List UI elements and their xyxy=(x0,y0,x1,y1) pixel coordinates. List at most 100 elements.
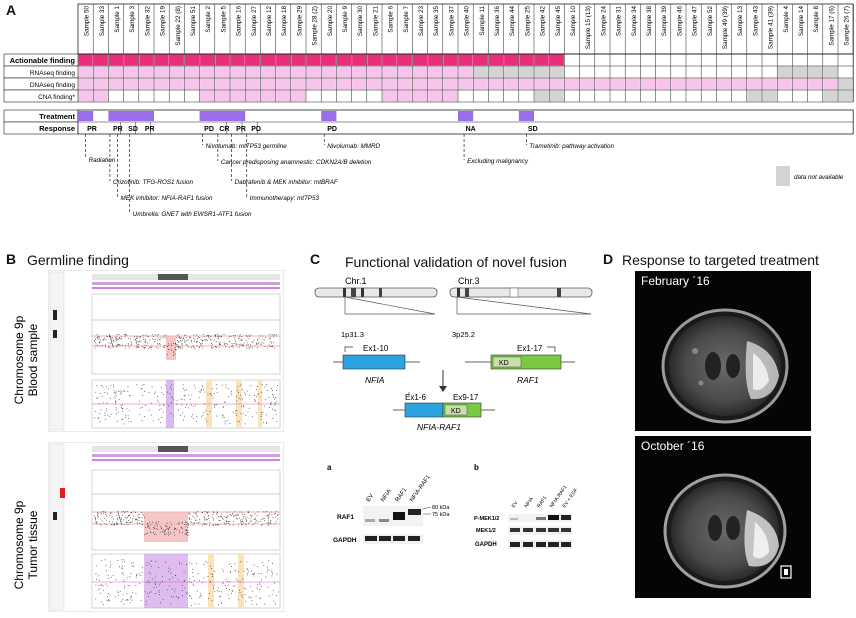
grid-cell xyxy=(108,54,124,66)
sample-label: Sample 47 xyxy=(692,6,699,37)
grid-cell xyxy=(321,66,336,78)
treatment-bar xyxy=(108,111,154,121)
grid-cell xyxy=(215,66,230,78)
treatment-annotation: Cancer predisposing anamnestic: CDKN2A/B… xyxy=(221,159,372,166)
grid-cell xyxy=(397,90,412,102)
treatment-bar xyxy=(458,111,474,121)
sample-label: Sample 17 (6) xyxy=(828,6,835,46)
grid-cell xyxy=(291,90,306,102)
treatment-bar xyxy=(199,111,246,121)
sample-label: Sample 33 xyxy=(99,6,106,37)
sample-label: Sample 12 xyxy=(266,6,273,37)
grid-cell xyxy=(473,54,488,66)
grid-cell xyxy=(838,90,853,102)
genome-browser-tumor xyxy=(48,442,284,612)
fusion-schematic: Chr.1 1p31.3 Ex1-10 NFIA Chr.3 3p25.2 KD… xyxy=(314,276,593,432)
grid-cell xyxy=(792,66,808,78)
mri-february: February ´16 xyxy=(635,271,811,431)
grid-cell xyxy=(412,78,428,90)
sample-label: Sample 9 xyxy=(342,6,349,33)
grid-cell xyxy=(291,66,306,78)
grid-cell xyxy=(154,66,169,78)
grid-cell xyxy=(397,78,412,90)
blot-b-row-mek: MEK1/2 xyxy=(476,528,496,534)
response-label: PR xyxy=(236,126,246,133)
blot-a-lane-label: NFIA-RAF1 xyxy=(409,474,432,503)
grid-cell xyxy=(443,54,458,66)
panel-a-letter: A xyxy=(6,2,17,18)
grid-cell xyxy=(352,66,367,78)
sample-label: Sample 34 xyxy=(631,6,638,37)
panel-b-title: Germline finding xyxy=(27,252,129,268)
grid-cell xyxy=(458,78,473,90)
grid-cell xyxy=(352,54,367,66)
nfia-exon-label: Ex1-10 xyxy=(363,344,389,353)
grid-cell xyxy=(549,90,564,102)
grid-cell xyxy=(488,66,504,78)
sample-label: Sample 46 xyxy=(676,6,683,37)
sample-label: Sample 25 xyxy=(524,6,531,37)
grid-cell xyxy=(549,78,564,90)
grid-cell xyxy=(762,78,777,90)
sample-label: Sample 24 xyxy=(600,6,607,37)
chrom-label-tumor: Chromosome 9p Tumor tissue xyxy=(12,480,42,610)
grid-cell xyxy=(519,54,534,66)
grid-cell xyxy=(124,66,139,78)
sample-label: Sample 23 xyxy=(418,6,425,37)
sample-label: Sample 21 xyxy=(372,6,379,37)
fusion-exon-right-label: Ex9-17 xyxy=(453,393,479,402)
grid-cell xyxy=(397,66,412,78)
raf1-kd-label: KD xyxy=(499,360,509,367)
grid-cell xyxy=(124,78,139,90)
sample-label: Sample 13 xyxy=(737,6,744,37)
grid-cell xyxy=(200,78,215,90)
grid-cell xyxy=(747,90,762,102)
grid-cell xyxy=(549,66,564,78)
grid-cell xyxy=(291,54,306,66)
grid-cell xyxy=(443,78,458,90)
blot-a-row-raf1: RAF1 xyxy=(337,514,354,521)
grid-cell xyxy=(823,66,838,78)
panel-d-letter: D xyxy=(603,251,614,267)
treatment-annotation: Immunotherapy: mtTP53 xyxy=(250,195,320,202)
grid-cell xyxy=(443,66,458,78)
grid-cell xyxy=(260,78,276,90)
grid-cell xyxy=(276,66,291,78)
response-label: PR xyxy=(113,126,123,133)
blot-b-lane-label: RAF1 xyxy=(536,495,548,509)
grid-cell xyxy=(412,54,428,66)
blot-a-lane-label: EV xyxy=(366,493,376,503)
grid-cell xyxy=(169,78,184,90)
sample-label: Sample 1 xyxy=(114,6,121,33)
grid-cell xyxy=(534,78,549,90)
grid-cell xyxy=(93,66,108,78)
sample-label: Sample 36 xyxy=(494,6,501,37)
treatment-annotation: Dabrafenib & MEK inhibitor: mtBRAF xyxy=(235,179,339,186)
nfia-gene-label: NFIA xyxy=(365,375,385,385)
grid-cell xyxy=(534,90,549,102)
mri-february-date: February ´16 xyxy=(641,274,710,288)
treatment-annotation: MEK inhibitor: NFIA-RAF1 fusion xyxy=(121,195,214,202)
panel-b-letter: B xyxy=(6,251,17,267)
grid-cell xyxy=(93,78,108,90)
sample-label: Sample 16 xyxy=(236,6,243,37)
legend-text: data not available xyxy=(794,174,844,181)
fusion-nfia-part xyxy=(404,402,444,418)
grid-cell xyxy=(321,78,336,90)
grid-cell xyxy=(534,54,549,66)
grid-cell xyxy=(93,54,108,66)
grid-cell xyxy=(139,54,154,66)
sample-label: Sample 37 xyxy=(448,6,455,37)
chrom-label-blood-line2: Blood sample xyxy=(26,323,40,396)
grid-cell xyxy=(716,78,732,90)
grid-cell xyxy=(245,90,260,102)
grid-cell xyxy=(473,66,488,78)
grid-cell xyxy=(276,78,291,90)
sample-label: Sample 10 xyxy=(570,6,577,37)
sample-label: Sample 7 xyxy=(403,6,410,33)
grid-cell xyxy=(534,66,549,78)
sample-label: Sample 8 xyxy=(813,6,820,33)
sample-label: Sample 52 xyxy=(707,6,714,37)
